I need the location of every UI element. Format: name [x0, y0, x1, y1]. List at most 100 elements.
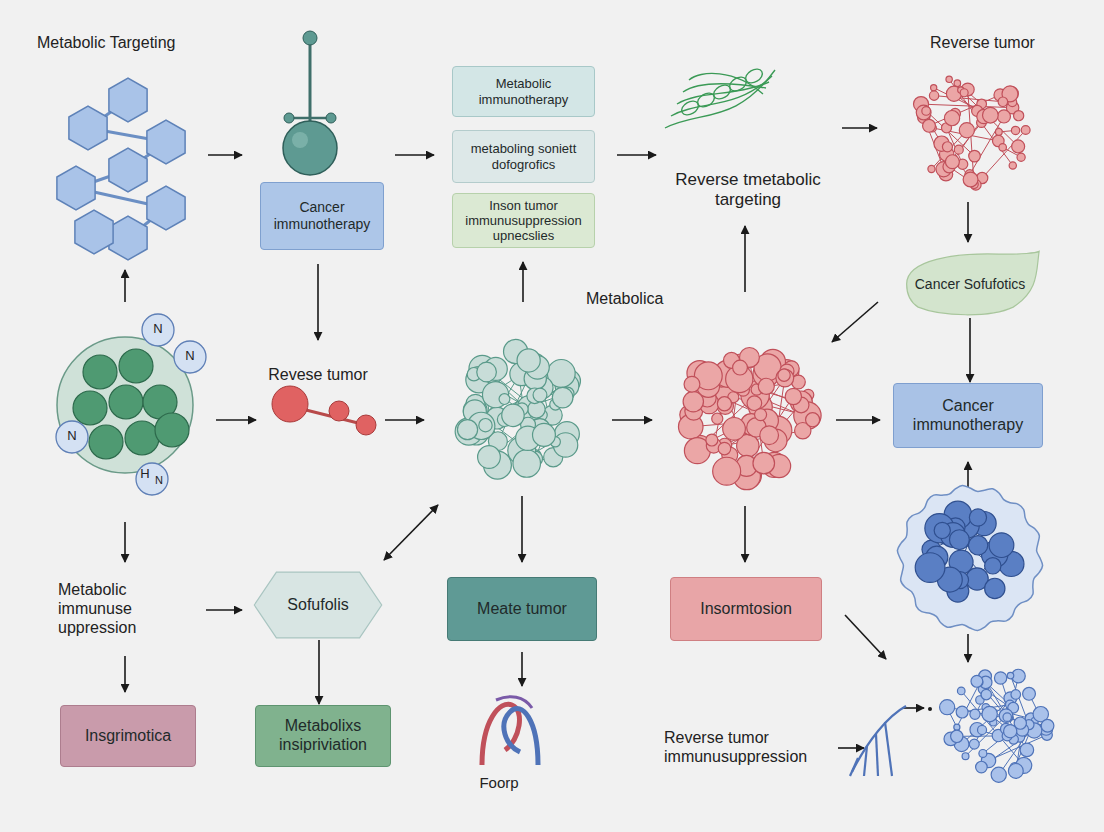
green-particle: [502, 404, 524, 426]
mesh-strand: [689, 73, 763, 94]
green-particle: [479, 419, 492, 432]
red-particle: [1011, 126, 1019, 134]
process-box: Metabolic immunotherapy: [452, 66, 595, 117]
atom: [272, 386, 308, 422]
flow-arrow: [967, 634, 969, 662]
blue-particle: [968, 536, 987, 555]
bubble: [1004, 725, 1017, 738]
blue-particle: [985, 578, 1005, 598]
corner-label: Reverse tumor: [930, 33, 1080, 52]
atom-letter: N: [152, 474, 166, 487]
green-atom: [125, 421, 159, 455]
flow-arrow: [744, 506, 746, 562]
flow-arrow: [206, 609, 242, 611]
bubble: [962, 753, 969, 760]
bubble: [994, 672, 1006, 684]
green-mesh: [665, 66, 775, 128]
flow-arrow: [317, 264, 319, 340]
atom: [326, 113, 336, 123]
red-particle: [776, 369, 794, 387]
process-box: Insgrimotica: [60, 705, 196, 767]
green-particle: [499, 394, 510, 405]
annotation-label: Metabolic immunuse uppression: [58, 580, 198, 638]
mesh-cell: [743, 66, 765, 85]
flow-arrow: [208, 154, 242, 156]
bubble: [976, 761, 988, 773]
red-particle: [753, 452, 775, 474]
atom: [303, 31, 317, 45]
chain: [934, 96, 1003, 102]
bubble: [971, 675, 983, 687]
blue-particle: [985, 558, 1001, 574]
green-atom: [89, 425, 123, 459]
bubble: [940, 700, 955, 715]
highlight: [292, 132, 308, 148]
dot: [928, 707, 932, 711]
blue-particle: [934, 522, 950, 538]
flow-arrow: [617, 154, 656, 156]
red-particle: [916, 105, 931, 120]
bubble: [978, 725, 987, 734]
chain: [926, 111, 974, 156]
green-particle: [533, 423, 556, 446]
red-particle: [718, 442, 731, 455]
atom-letter: N: [180, 348, 200, 364]
red-particle: [995, 129, 1002, 136]
chain: [983, 723, 1020, 753]
atom: [329, 401, 349, 421]
flow-arrow: [522, 262, 524, 302]
red-particle: [706, 434, 718, 446]
node-text: Sofufolis: [287, 596, 348, 615]
bubble: [979, 750, 987, 758]
red-particle: [713, 457, 741, 485]
diagram-heading: Metabolic Targeting: [37, 33, 237, 52]
process-box: Inson tumor immunusuppression upnecslies: [452, 193, 595, 249]
green-atom: [155, 413, 189, 447]
flow-arrow: [836, 419, 880, 421]
bubble: [1008, 763, 1023, 778]
flow-arrow: [838, 747, 864, 749]
red-particle: [723, 417, 746, 440]
atom: [356, 415, 376, 435]
atom: [283, 121, 337, 175]
red-particle: [983, 107, 999, 123]
hexagon: [147, 120, 185, 164]
flow-arrow: [612, 419, 652, 421]
n-atom: [142, 314, 174, 346]
red-particle: [755, 409, 767, 421]
green-particle: [517, 349, 540, 372]
flow-arrow: [967, 202, 969, 242]
green-atom: [119, 349, 153, 383]
icon-label: Foorp: [467, 774, 531, 792]
red-particle: [960, 89, 968, 97]
flow-arrow: [521, 652, 523, 686]
red-particle: [1012, 140, 1025, 153]
red-cell-cluster: [913, 76, 1030, 190]
green-particle: [552, 387, 573, 408]
annotation-label: Metabolica: [586, 289, 696, 308]
hexagon: [109, 78, 147, 122]
flow-arrow: [216, 419, 256, 421]
red-particle: [760, 426, 779, 445]
node-text: metaboling soniett dofogrofics: [458, 141, 589, 172]
node-outline-path: [254, 572, 381, 638]
protein-icon: [283, 31, 337, 175]
red-particle: [963, 172, 978, 187]
red-cell-cluster: [678, 348, 821, 490]
dna-icon: [482, 697, 538, 765]
node-text: Metabolixs insipriviation: [261, 717, 385, 755]
blue-particle: [989, 533, 1014, 558]
bubble: [969, 739, 979, 749]
n-atom: [174, 341, 206, 373]
cell-membrane: [897, 485, 1042, 630]
green-particle: [513, 450, 541, 478]
green-particle: [457, 420, 477, 440]
hexagon-molecule: [57, 78, 185, 260]
red-particle: [778, 369, 790, 381]
node-text: Inson tumor immunusuppression upnecslies: [458, 198, 589, 244]
bubble: [1023, 687, 1036, 700]
red-particle: [733, 360, 748, 375]
red-particle: [684, 376, 700, 392]
red-particle: [923, 119, 936, 132]
bubble: [991, 767, 1006, 782]
